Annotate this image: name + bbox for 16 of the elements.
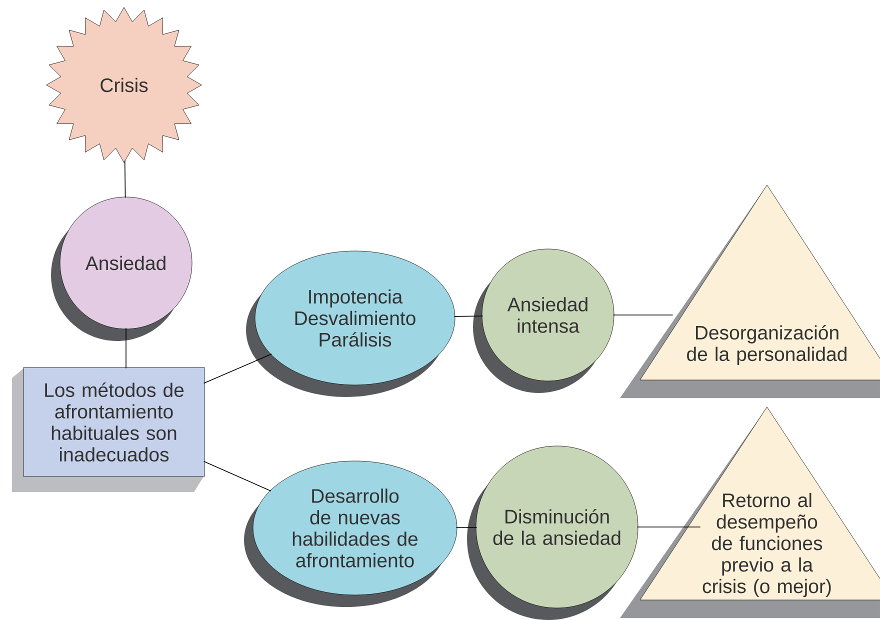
process-box: Los métodos de afrontamiento habituales son inadecuados — [23, 367, 205, 477]
circle-node: Ansiedad intensa — [473, 248, 614, 393]
circle-node: Ansiedad — [51, 196, 192, 341]
connector-line — [612, 314, 674, 316]
ellipse-node: Impotencia Desvalimiento Parálisis — [246, 250, 456, 397]
connector-line — [636, 526, 701, 528]
circle-node: Disminución de la ansiedad — [467, 446, 638, 620]
connector-line — [454, 316, 484, 317]
starburst: Crisis — [46, 7, 202, 163]
triangle-node: Desorganización de la personalidad — [620, 184, 880, 398]
connector-line — [203, 460, 272, 492]
triangle-node: Retorno al desempeño de funciones previo a la crisis (o mejor) — [620, 406, 880, 618]
connector-line — [203, 354, 272, 384]
connector-line — [456, 526, 478, 528]
ellipse-node: Desarrollo de nuevas habilidades de afrontamiento — [244, 460, 458, 607]
connector-line — [124, 160, 126, 198]
